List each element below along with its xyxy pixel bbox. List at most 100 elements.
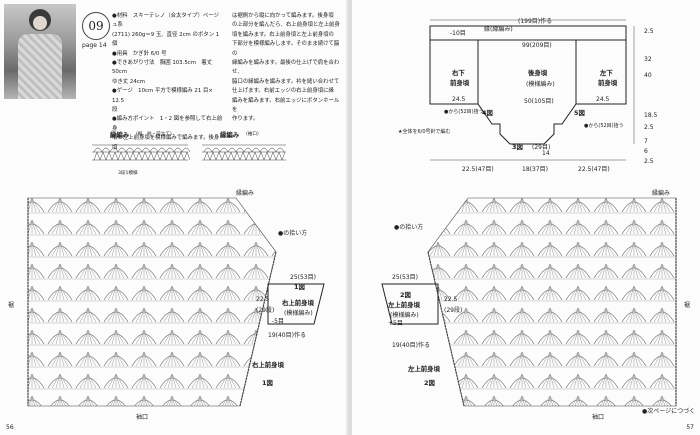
edge-title-1: 縁編み — [110, 131, 130, 139]
instructions-line: 仕上げます。右前エッジの右上前身頃に縁 — [232, 88, 334, 95]
instructions-line: 下部分を模様編みします。そのまま続けて脇の — [232, 41, 340, 57]
model-photo — [4, 4, 76, 99]
body-schematic — [429, 19, 635, 161]
materials-line: 段 — [112, 107, 118, 114]
face-image — [33, 16, 47, 30]
fig-label-mid1: 右上前身頃 — [282, 299, 314, 307]
fig2-label-mid1: 左上前身頃 — [388, 301, 420, 309]
right-dim: 2.5 — [644, 28, 654, 35]
label-pickup: ●の拾い方 — [278, 230, 308, 237]
label-side-right: 裾 — [684, 302, 691, 309]
instructions-line: 頃を編みます。右上前身頃と左上前身頃の — [232, 31, 334, 38]
caption-1: 右上前身頃 — [252, 361, 284, 369]
fig2-dim-top: 25(53目) — [392, 274, 418, 281]
materials-line: ●できあがり寸法 胸囲 103.5cm 着丈 50cm — [112, 60, 213, 76]
label-lf1: 左下 — [600, 69, 613, 77]
materials-line: ●材料 スキーテレノ（合太タイプ）ベージュ系 — [112, 13, 220, 29]
fig-label-top: 1図 — [294, 283, 305, 291]
stitch-chart-left — [27, 197, 277, 407]
pickup-left: ●から(52目)拾う — [444, 109, 484, 115]
instructions-line: 脇口の縁編みを編みます。衿を縫い合わせて — [232, 78, 340, 85]
dim-3a: (29目) — [532, 144, 551, 151]
fig2-dim-small: +5目 — [388, 320, 403, 327]
right-page: (199目)作る 縁(縁編み) 99(209目) -10目 右下 前身頃 後身頃… — [352, 0, 700, 435]
dim-back: 99(209目) — [522, 42, 552, 49]
schematic-1 — [267, 283, 325, 325]
dim-bottom-2: 18(37目) — [522, 166, 548, 173]
right-dim: 40 — [644, 72, 652, 79]
next-page-note: ●次ページにつづく — [642, 408, 696, 415]
instructions-line: 編みを編みます。右前エッジにボタンホールを — [232, 97, 340, 114]
fig2-dim-bottom: 19(40目)作る — [392, 342, 430, 349]
right-dim: 7 — [644, 138, 648, 145]
label-cuff: 袖口 — [136, 414, 149, 421]
dim-10: -10目 — [450, 30, 466, 37]
instructions-line: は裾側から縦に向かって編みます。後身頃 — [232, 13, 334, 19]
dim-bottom-1: 22.5(47目) — [462, 166, 494, 173]
instructions-line: の上部分を編んだら、右上前身頃と左上前身 — [232, 22, 340, 29]
label-fig5: 5図 — [574, 109, 585, 117]
right-dim: 2.5 — [644, 124, 654, 131]
sweater-image — [18, 34, 62, 99]
pickup-right: ●から(52目)拾う — [584, 123, 624, 129]
instructions-line: 作ります。 — [232, 116, 259, 123]
schematic-2 — [381, 283, 439, 325]
materials-block: ●材料 スキーテレノ（合太タイプ）ベージュ系 (2711) 260g＝9 玉、直… — [112, 12, 224, 153]
label-side: 裾 — [8, 302, 15, 309]
materials-line: ●ゲージ 10cm 平方で模様編み 21 目× 12.5 — [112, 88, 213, 104]
label-rf2: 前身頃 — [450, 79, 470, 87]
fig2-dim-side: 22.5 — [444, 296, 458, 303]
fig-dim-side2: (29段) — [256, 307, 275, 314]
global-note: ★全体を6/0号針で編む — [398, 129, 451, 135]
instructions-line: 縁編みを編みます。最後の仕上げで肩を合わせ、 — [232, 60, 340, 76]
label-lf2: 前身頃 — [598, 79, 618, 87]
edge-subtitle-2: (袖口) — [246, 132, 259, 137]
label-back2: (模様編み) — [526, 81, 555, 88]
pattern-number: 09 — [82, 12, 110, 40]
label-cuff-right: 袖口 — [592, 414, 605, 421]
fig2-label-top: 2図 — [400, 291, 411, 299]
right-dim: 6 — [644, 148, 648, 155]
left-page: 09 page 14 ●材料 スキーテレノ（合太タイプ）ベージュ系 (2711)… — [0, 0, 348, 435]
materials-line: 頃と左上前身頃を模様編みで編みます。後身頃 — [112, 135, 220, 151]
dim-24-5-left: 24.5 — [452, 96, 466, 103]
caption-right-1: 左上前身頃 — [408, 365, 440, 373]
instructions-block: は裾側から縦に向かって編みます。後身頃 の上部分を編んだら、右上前身頃と左上前身… — [232, 12, 344, 125]
fig-label-mid2: (模様編み) — [284, 310, 313, 317]
caption-2: 1図 — [262, 379, 273, 387]
caption-right-2: 2図 — [424, 379, 435, 387]
label-pickup-right: ●の拾い方 — [394, 224, 424, 231]
folio-left: 56 — [6, 424, 14, 431]
fig-dim-bottom: 19(40目)作る — [268, 332, 306, 339]
folio-right: 57 — [686, 424, 694, 431]
label-fig3: 3図 — [512, 143, 523, 151]
edge-rows-note: 3段1模様 — [118, 171, 138, 176]
page-reference: page 14 — [82, 42, 107, 49]
materials-line: ●用具 かぎ針 6/0 号 — [112, 50, 167, 57]
edge-title-2: 縁編み — [220, 131, 240, 139]
fig-dim-small: -5目 — [272, 318, 284, 325]
stitch-chart-right — [427, 197, 677, 407]
label-back1: 後身頃 — [528, 69, 548, 77]
dim-50: 50(105目) — [524, 98, 554, 105]
dim-bottom-3: 22.5(47目) — [578, 166, 610, 173]
dim-24-5-right: 24.5 — [596, 96, 610, 103]
spine — [346, 0, 354, 435]
fig2-dim-side2: (29段) — [444, 307, 463, 314]
dim-top: (199目)作る — [518, 18, 553, 25]
label-edge-right: 縁編み — [652, 190, 671, 197]
edge-swatch-1 — [92, 144, 190, 161]
fig-dim-top: 25(53目) — [290, 274, 316, 281]
edge-swatch-2 — [202, 144, 286, 161]
materials-line: (2711) 260g＝9 玉、直径 2cm のボタン 1 個 — [112, 31, 220, 48]
label-rf1: 右下 — [452, 69, 465, 77]
materials-line: ●編み方ポイント 1・2 図を参照して右上前身 — [112, 116, 223, 132]
materials-line: ゆき丈 24cm — [112, 78, 145, 85]
right-dim: 32 — [644, 56, 652, 63]
label-edge: 縁編み — [236, 190, 255, 197]
label-fig4: 4図 — [482, 109, 493, 117]
fig-dim-side: 22.5 — [256, 296, 270, 303]
edge-subtitle-1: (裾、衿・前立て) — [136, 132, 172, 137]
right-dim: 18.5 — [644, 112, 658, 119]
